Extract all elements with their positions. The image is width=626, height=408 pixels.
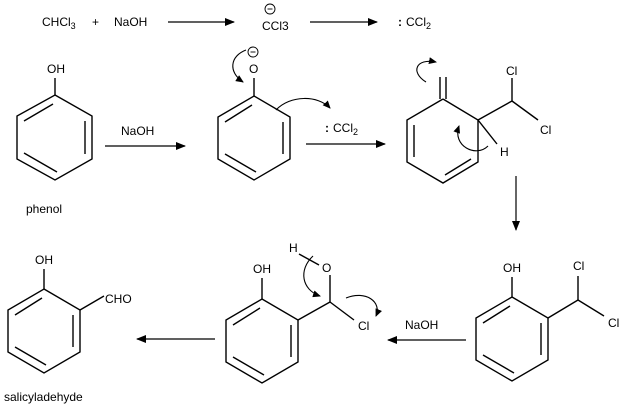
ccl3-anion-label: CCl3 (262, 19, 289, 33)
carbene-reagent-label: CCl2 (333, 121, 358, 137)
curly-arrow (345, 294, 382, 317)
cl-label: Cl (573, 259, 584, 273)
plus-sign: + (92, 15, 99, 29)
oh-label: OH (503, 261, 521, 275)
benzene-ring (217, 95, 291, 181)
curly-arrow (232, 49, 247, 83)
naoh-reagent-label: NaOH (405, 318, 438, 332)
curly-arrow (275, 97, 331, 111)
carbene-colon: : (398, 15, 402, 29)
phenol-structure: OH phenol (16, 62, 93, 216)
cho-label: CHO (105, 292, 132, 306)
product-name: salicyladehyde (4, 390, 83, 404)
carbene-colon: : (325, 121, 329, 135)
benzene-ring (16, 94, 93, 181)
dienone-intermediate: Cl Cl H (406, 57, 551, 184)
cl-label: Cl (358, 319, 369, 333)
chcl3-label: CHCl3 (42, 15, 76, 31)
step-carbene: : CCl2 (306, 121, 386, 148)
negative-charge-icon (264, 3, 276, 15)
benzene-ring (225, 298, 299, 384)
h-label: H (500, 145, 509, 159)
salicylaldehyde-structure: OH CHO salicyladehyde (4, 253, 132, 404)
dichloromethyl-phenol: OH Cl Cl (475, 259, 619, 382)
cl-label: Cl (540, 123, 551, 137)
curly-arrow (303, 255, 321, 298)
oh-label: OH (35, 253, 53, 267)
phenoxide-structure: O (217, 46, 331, 181)
cl-label: Cl (506, 64, 517, 78)
hydroxy-intermediate: OH H O Cl (225, 241, 382, 384)
phenol-name: phenol (26, 202, 62, 216)
dichlorocarbene-label: CCl2 (406, 15, 431, 31)
carbene-generation-equation: CHCl3 + NaOH CCl3 : CCl2 (42, 3, 431, 33)
phenoxide-o-label: O (249, 62, 258, 76)
step-naoh-1: NaOH (105, 124, 186, 150)
benzene-ring (475, 296, 549, 382)
h-label: H (289, 241, 298, 255)
o-label: O (322, 261, 331, 275)
cl-label: Cl (608, 316, 619, 330)
curly-arrow (416, 57, 437, 83)
curly-arrow (453, 125, 489, 152)
naoh-reagent-label: NaOH (121, 124, 154, 138)
oh-label: OH (253, 262, 271, 276)
naoh-label: NaOH (114, 15, 147, 29)
benzene-ring (7, 288, 81, 374)
phenol-oh-label: OH (47, 62, 65, 76)
step-naoh-2: NaOH (387, 318, 466, 344)
negative-charge-icon (247, 46, 259, 58)
